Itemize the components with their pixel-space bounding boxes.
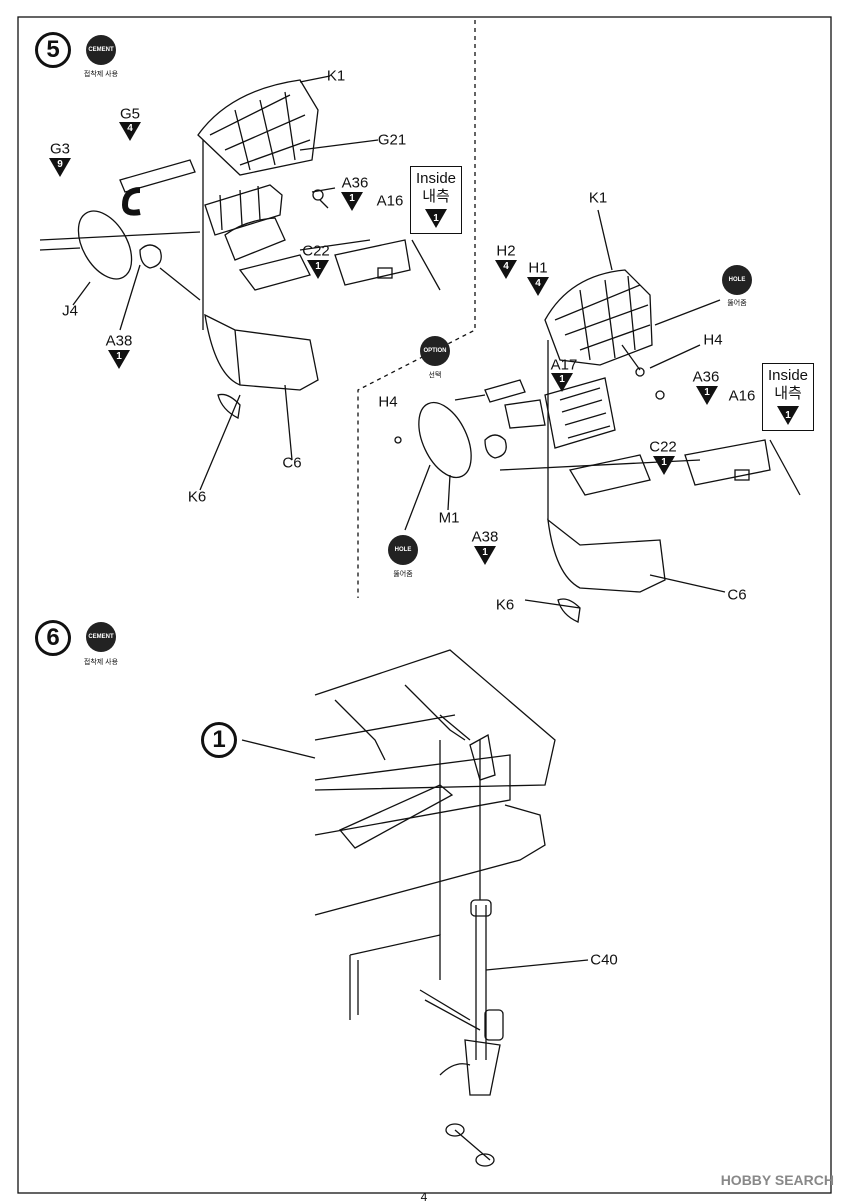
lens-m1 bbox=[418, 401, 472, 479]
part-label: G3 bbox=[49, 140, 71, 158]
part-label: G21 bbox=[377, 131, 407, 149]
part-label: H4 bbox=[703, 331, 723, 349]
part-label: K1 bbox=[588, 189, 608, 207]
part-label: A36 bbox=[692, 368, 720, 386]
inside-note: Inside 내측 1 bbox=[410, 166, 462, 234]
watermark: HOBBY SEARCH bbox=[720, 1172, 834, 1188]
part-label: A38 bbox=[105, 332, 133, 350]
part-label: A16 bbox=[376, 192, 404, 210]
quantity-marker: 4 bbox=[527, 277, 549, 297]
option-divider bbox=[357, 20, 476, 598]
fuselage-top bbox=[314, 649, 556, 791]
cement-caption: 접착제 사용 bbox=[83, 71, 119, 78]
page-number: 4 bbox=[420, 1190, 428, 1204]
part-label: A38 bbox=[471, 528, 499, 546]
part-label: J4 bbox=[62, 302, 78, 320]
cement-badge: CEMENT bbox=[86, 35, 116, 65]
quantity-marker: 1 bbox=[341, 192, 363, 212]
quantity-marker: 4 bbox=[119, 122, 141, 142]
part-label: H2 bbox=[496, 242, 516, 260]
quantity-marker: 1 bbox=[777, 406, 799, 426]
part-label: A16 bbox=[728, 387, 756, 405]
quantity-marker: 1 bbox=[551, 373, 573, 393]
hole-badge: HOLE bbox=[388, 535, 418, 565]
step-number-6: 6 bbox=[35, 620, 71, 656]
part-label: C6 bbox=[727, 586, 747, 604]
bracket-c6-right bbox=[547, 518, 666, 593]
canopy-k1-right bbox=[544, 269, 653, 366]
bracket-c6-left bbox=[204, 313, 319, 391]
step-number-5: 5 bbox=[35, 32, 71, 68]
hole-badge: HOLE bbox=[722, 265, 752, 295]
part-label: K6 bbox=[495, 596, 515, 614]
quantity-marker: 1 bbox=[108, 350, 130, 370]
part-label: A36 bbox=[341, 174, 369, 192]
part-label: H1 bbox=[528, 259, 548, 277]
hole-caption: 뚫어줌 bbox=[727, 300, 747, 307]
reference-marker: 1 bbox=[201, 722, 237, 758]
option-badge: OPTION bbox=[420, 336, 450, 366]
part-label: A17 bbox=[550, 356, 578, 374]
canopy-k1-left bbox=[197, 79, 319, 176]
quantity-marker: 1 bbox=[307, 260, 329, 280]
part-label: M1 bbox=[438, 509, 460, 527]
step6-assembly bbox=[241, 649, 589, 1167]
quantity-marker: 9 bbox=[49, 158, 71, 178]
part-label: K1 bbox=[326, 67, 346, 85]
quantity-marker: 1 bbox=[425, 209, 447, 229]
part-label: C6 bbox=[282, 454, 302, 472]
quantity-marker: 1 bbox=[474, 546, 496, 566]
cement-badge: CEMENT bbox=[86, 622, 116, 652]
part-label: C22 bbox=[302, 242, 330, 260]
lens-j4 bbox=[77, 210, 133, 280]
option-caption: 선택 bbox=[428, 372, 442, 379]
page-frame bbox=[17, 16, 832, 1194]
part-label: C22 bbox=[649, 438, 677, 456]
quantity-marker: 1 bbox=[696, 386, 718, 406]
quantity-marker: 1 bbox=[653, 456, 675, 476]
part-label: H4 bbox=[378, 393, 398, 411]
ref-leader bbox=[241, 739, 316, 759]
left-assembly bbox=[39, 75, 441, 491]
hole-caption: 뚫어줌 bbox=[393, 571, 413, 578]
part-label: C40 bbox=[590, 951, 618, 969]
cement-caption: 접착제 사용 bbox=[83, 659, 119, 666]
quantity-marker: 4 bbox=[495, 260, 517, 280]
inside-note: Inside 내측 1 bbox=[762, 363, 814, 431]
part-label: G5 bbox=[119, 105, 141, 123]
right-assembly bbox=[394, 209, 801, 623]
part-label: K6 bbox=[187, 488, 207, 506]
